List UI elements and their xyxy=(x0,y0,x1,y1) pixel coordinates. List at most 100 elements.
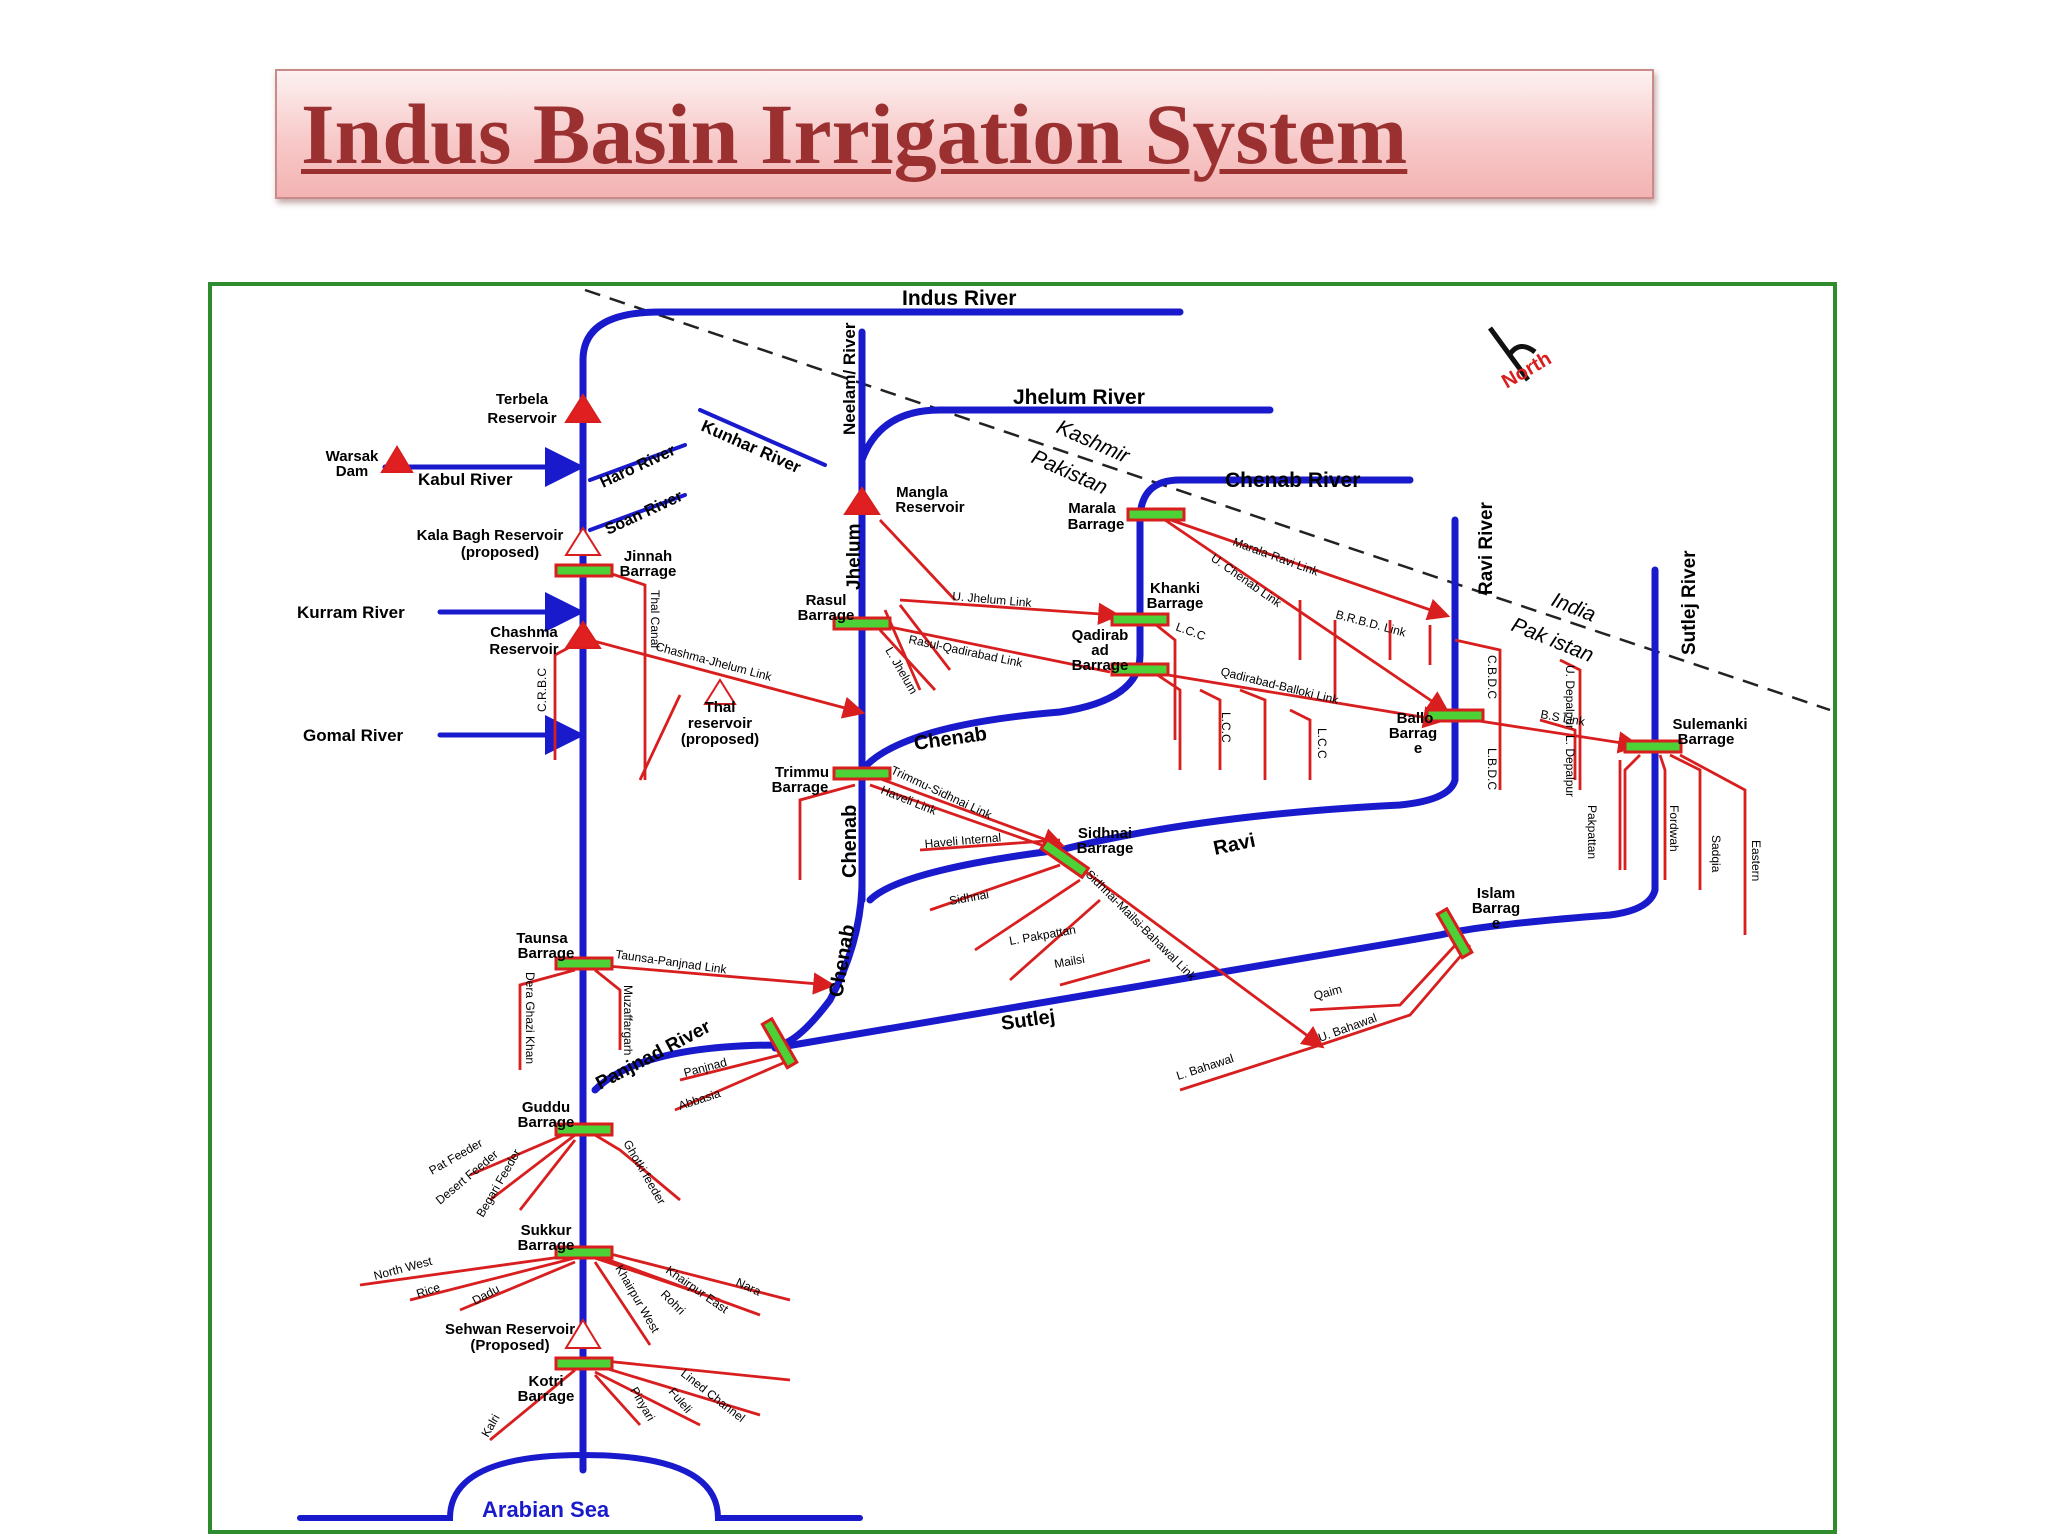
terbela-triangle xyxy=(564,393,602,423)
title-banner: Indus Basin Irrigation System xyxy=(275,69,1654,199)
kalri-line xyxy=(489,1368,576,1442)
label-terbela-2: Reservoir xyxy=(487,410,556,427)
marala-barrage-mark xyxy=(1126,507,1186,522)
arabian-sea-line xyxy=(297,1451,863,1521)
north-arrow-icon xyxy=(1487,326,1537,382)
label-soan-river: Soan River xyxy=(603,488,686,539)
label-gomal-river: Gomal River xyxy=(303,726,404,745)
label-lcc-west: L.C.C xyxy=(1219,712,1233,743)
label-rice: Rice xyxy=(415,1280,442,1301)
sutlej-river-line xyxy=(771,566,1659,1052)
label-rohri: Rohri xyxy=(658,1287,688,1317)
label-kalabagh-2: (proposed) xyxy=(461,544,539,561)
label-muzaffargarh: Muzaffargarh xyxy=(621,985,635,1055)
label-sukkur-1: Sukkur xyxy=(521,1222,572,1239)
chashma-triangle xyxy=(564,620,602,649)
label-warsak-1: Warsak xyxy=(326,448,379,465)
label-crbc: C.R.B.C xyxy=(535,668,549,712)
kalabagh-triangle xyxy=(564,526,602,556)
lcc-e2-line xyxy=(1239,688,1267,780)
label-dadu: Dadu xyxy=(470,1282,502,1308)
label-mailsi: Mailsi xyxy=(1053,952,1086,971)
structure-labels: Warsak Dam Terbela Reservoir Kala Bagh R… xyxy=(326,391,1748,1405)
label-taunsa-2: Barrage xyxy=(518,945,575,962)
label-thal-2: reservoir xyxy=(688,715,752,732)
label-qadirabad-2: ad xyxy=(1091,642,1109,659)
indus-river-line xyxy=(579,308,1184,1474)
label-lcc: L.C.C xyxy=(1174,620,1208,644)
label-rasul-2: Barrage xyxy=(798,607,855,624)
lcc-e3-line xyxy=(1289,708,1312,780)
lcc-west-line xyxy=(1149,668,1182,770)
label-qadirabad-3: Barrage xyxy=(1072,657,1129,674)
label-indus-river: Indus River xyxy=(902,287,1016,310)
label-trimmu-1: Trimmu xyxy=(775,764,829,781)
pat-feeder-line xyxy=(469,1128,576,1177)
label-lcc-east: L.C.C xyxy=(1315,728,1329,759)
label-kalabagh-1: Kala Bagh Reservoir xyxy=(417,527,564,544)
sukkur-barrage-mark xyxy=(554,1245,614,1260)
haro-river-line xyxy=(588,443,687,482)
label-sidhnai-1: Sidhnai xyxy=(1078,825,1132,842)
qadirabad-barrage-mark xyxy=(1110,662,1170,677)
label-pakpattan: Pakpattan xyxy=(1585,805,1599,859)
label-sadqia: Sadqia xyxy=(1709,835,1723,873)
label-neelam-river: Neelam/ River xyxy=(840,322,859,435)
lined-channel-line xyxy=(594,1363,761,1417)
label-abbasia: Abbasia xyxy=(677,1086,723,1113)
label-india: India xyxy=(1548,588,1599,626)
khanki-barrage-mark xyxy=(1110,612,1170,627)
trimmu-sidhnai-link-line xyxy=(869,773,1066,850)
label-sulemanki-2: Barrage xyxy=(1678,731,1735,748)
mangla-upper-jhelum-line xyxy=(878,519,957,601)
label-kabul-river: Kabul River xyxy=(418,470,513,489)
taunsa-barrage-mark xyxy=(554,956,614,971)
label-qadirabad-1: Qadirab xyxy=(1072,627,1129,644)
label-chenab-low: Chenab xyxy=(825,923,859,999)
label-marala-2: Barrage xyxy=(1068,516,1125,533)
panjnad-barrage-mark xyxy=(760,1016,799,1070)
haveli-internal-line xyxy=(919,838,1061,852)
depalpur-line xyxy=(1559,658,1582,790)
khairpur-east-line xyxy=(594,1253,761,1317)
label-islam-2: Barrag xyxy=(1472,900,1520,917)
trimmu-barrage-mark xyxy=(832,766,892,781)
label-panjnad: Panjnad xyxy=(682,1055,728,1080)
label-thal-1: Thal xyxy=(705,699,736,716)
label-l-bahawal: L. Bahawal xyxy=(1175,1051,1236,1083)
jinnah-barrage-mark xyxy=(554,563,614,578)
label-chashma-1: Chashma xyxy=(490,624,558,641)
label-lbdc: L.B.D.C xyxy=(1485,748,1499,790)
chenab-river-line xyxy=(858,476,1414,774)
label-mangla-2: Reservoir xyxy=(895,499,964,516)
sidhnai-canal-line xyxy=(929,863,1061,912)
label-sutlej-river: Sutlej River xyxy=(1679,550,1700,655)
rasul-branch2-line xyxy=(898,604,952,671)
marala-ravi-link-line xyxy=(1164,516,1451,621)
label-sulemanki-1: Sulemanki xyxy=(1672,716,1747,733)
abbasia-line xyxy=(674,1058,791,1112)
label-taunsa-1: Taunsa xyxy=(516,930,568,947)
mailsi-line xyxy=(1009,898,1101,982)
label-guddu-2: Barrage xyxy=(518,1114,575,1131)
sulemanki-b4-line xyxy=(1679,753,1747,935)
rasul-qadirabad-link-line xyxy=(879,623,1111,674)
thal-triangle xyxy=(703,678,737,705)
ravi-river-line xyxy=(866,516,1459,904)
label-depalpur: U. Depalpur xyxy=(1563,665,1577,729)
mailsi2-line xyxy=(1059,958,1151,987)
label-haveli-internal: Haveli Internal xyxy=(924,830,1002,851)
soan-river-line xyxy=(588,493,687,532)
lcc-east-line xyxy=(1199,688,1222,770)
sidhnai-barrage-mark xyxy=(1038,837,1091,880)
label-terbela-1: Terbela xyxy=(496,391,549,408)
label-khanki-1: Khanki xyxy=(1150,580,1200,597)
label-ravi-river: Ravi River xyxy=(1476,501,1497,595)
dera-ghazi-line xyxy=(518,968,576,1070)
chashma-jhelum-link-line xyxy=(589,638,866,719)
begari-feeder-line xyxy=(518,1139,577,1211)
label-l-pakpattan: L. Pakpattan xyxy=(1008,922,1077,947)
label-sehwan-1: Sehwan Reservoir xyxy=(445,1321,575,1338)
label-sidhnai-mailsi: Sidhnai-Mailsi-Bahawal Link xyxy=(1083,867,1200,984)
